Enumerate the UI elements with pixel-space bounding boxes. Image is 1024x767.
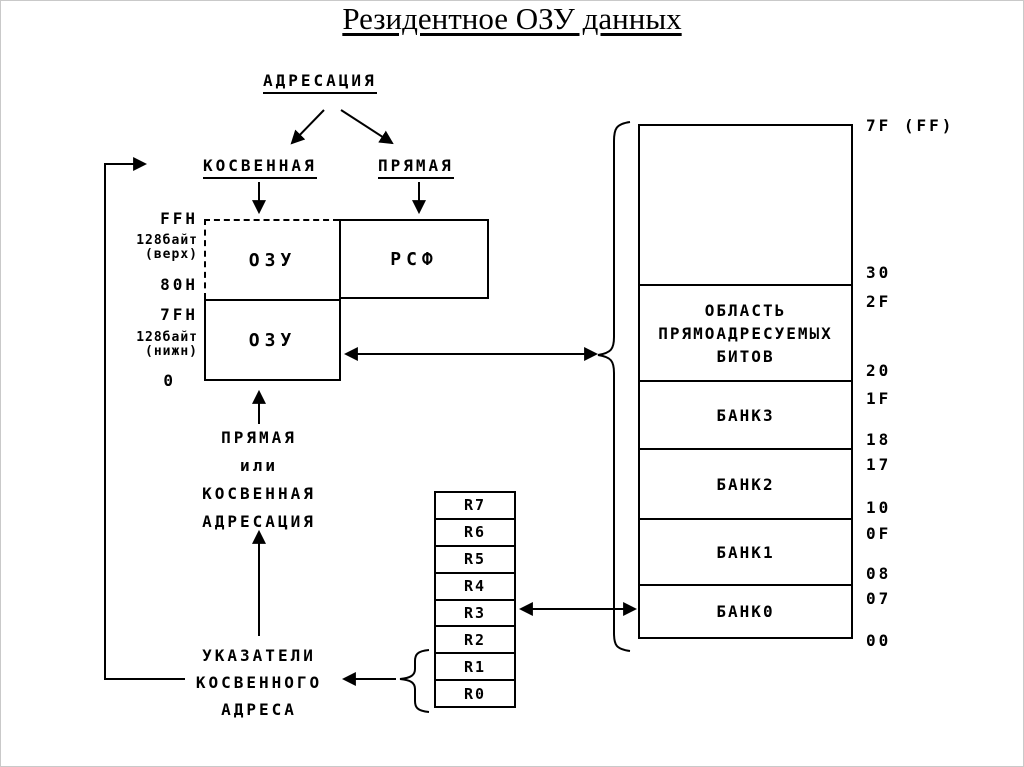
register-label: R2 bbox=[463, 630, 487, 649]
addr-08: 08 bbox=[866, 564, 892, 583]
memory-map-section-bit-area: ОБЛАСТЬ ПРЯМОАДРЕСУЕМЫХ БИТОВ bbox=[640, 284, 851, 380]
addr-2f: 2F bbox=[866, 292, 892, 311]
section-label: БАНК1 bbox=[716, 542, 775, 562]
register-cell: R4 bbox=[436, 571, 514, 599]
upper-ram-label: ОЗУ bbox=[248, 249, 297, 271]
register-label: R4 bbox=[463, 577, 487, 596]
caption-line: или bbox=[240, 456, 278, 475]
section-label-line: ПРЯМОАДРЕСУЕМЫХ bbox=[658, 323, 833, 343]
section-label-line: ОБЛАСТЬ bbox=[704, 300, 787, 320]
upper-ram-addr-bottom: 80H bbox=[160, 275, 198, 294]
upper-ram-addr-top: FFH bbox=[160, 209, 198, 228]
sfr-block: РСФ bbox=[339, 219, 489, 299]
register-cell: R1 bbox=[436, 652, 514, 679]
section-label-line: БИТОВ bbox=[716, 346, 775, 366]
addr-18: 18 bbox=[866, 430, 892, 449]
arrow-addressing-to-direct bbox=[340, 109, 394, 145]
memory-map-section-bank0: БАНК0 bbox=[640, 584, 851, 637]
addr-7f-ff: 7F (FF) bbox=[866, 116, 955, 135]
section-label: БАНК3 bbox=[716, 405, 775, 425]
memory-map-section-bank3: БАНК3 bbox=[640, 380, 851, 448]
register-cell: R0 bbox=[436, 679, 514, 706]
register-cell: R5 bbox=[436, 544, 514, 572]
addressing-indirect-label: КОСВЕННАЯ bbox=[203, 156, 317, 179]
addressing-root-label: АДРЕСАЦИЯ bbox=[263, 71, 377, 94]
memory-map-section-bank1: БАНК1 bbox=[640, 518, 851, 584]
memory-map: ОБЛАСТЬ ПРЯМОАДРЕСУЕМЫХ БИТОВ БАНК3 БАНК… bbox=[638, 124, 853, 639]
memory-map-section-upper128 bbox=[640, 126, 851, 284]
page-title-text: Резидентное ОЗУ данных bbox=[342, 1, 682, 36]
addr-10: 10 bbox=[866, 498, 892, 517]
register-label: R7 bbox=[463, 496, 487, 515]
caption-line: КОСВЕННОГО bbox=[195, 673, 323, 692]
addr-30: 30 bbox=[866, 263, 892, 282]
register-stack: R7 R6 R5 R4 R3 R2 R1 R0 bbox=[434, 491, 516, 708]
upper-ram-block: ОЗУ bbox=[204, 219, 339, 299]
page-title: Резидентное ОЗУ данных bbox=[1, 1, 1023, 37]
caption-line: УКАЗАТЕЛИ bbox=[202, 646, 316, 665]
lower-ram-size: 128байт bbox=[136, 330, 198, 345]
addr-07: 07 bbox=[866, 589, 892, 608]
register-label: R1 bbox=[463, 657, 487, 676]
register-label: R3 bbox=[463, 603, 487, 622]
section-label: БАНК0 bbox=[716, 602, 775, 621]
register-label: R5 bbox=[463, 550, 487, 569]
section-label: БАНК2 bbox=[716, 474, 775, 494]
addr-20: 20 bbox=[866, 361, 892, 380]
register-label: R6 bbox=[463, 523, 487, 542]
caption-line: ПРЯМАЯ bbox=[221, 428, 297, 447]
addr-0f: 0F bbox=[866, 524, 892, 543]
lower-ram-addr-bottom: 0 bbox=[163, 371, 176, 390]
register-cell: R6 bbox=[436, 517, 514, 545]
caption-line: КОСВЕННАЯ bbox=[202, 484, 316, 503]
indirect-pointers-caption: УКАЗАТЕЛИ КОСВЕННОГО АДРЕСА bbox=[161, 642, 357, 723]
addr-00: 00 bbox=[866, 631, 892, 650]
memory-map-brace bbox=[597, 121, 631, 652]
register-cell: R3 bbox=[436, 598, 514, 626]
caption-line: АДРЕСАЦИЯ bbox=[202, 512, 316, 531]
upper-ram-size: 128байт bbox=[136, 233, 198, 248]
direct-or-indirect-caption: ПРЯМАЯ или КОСВЕННАЯ АДРЕСАЦИЯ bbox=[161, 424, 357, 536]
register-label: R0 bbox=[463, 684, 487, 703]
addressing-direct-label: ПРЯМАЯ bbox=[378, 156, 454, 179]
addr-17: 17 bbox=[866, 455, 892, 474]
lower-ram-size-note: (нижн) bbox=[145, 344, 198, 359]
register-cell: R7 bbox=[436, 493, 514, 518]
caption-line: АДРЕСА bbox=[221, 700, 297, 719]
arrow-addressing-to-indirect bbox=[290, 109, 325, 145]
addr-1f: 1F bbox=[866, 389, 892, 408]
memory-map-section-bank2: БАНК2 bbox=[640, 448, 851, 518]
sfr-label: РСФ bbox=[390, 248, 438, 270]
register-cell: R2 bbox=[436, 625, 514, 652]
lower-ram-block: ОЗУ bbox=[204, 299, 341, 381]
pointer-registers-brace bbox=[399, 649, 430, 713]
lower-ram-label: ОЗУ bbox=[248, 329, 297, 351]
upper-ram-size-note: (верх) bbox=[145, 247, 198, 262]
lower-ram-addr-top: 7FH bbox=[160, 305, 198, 324]
